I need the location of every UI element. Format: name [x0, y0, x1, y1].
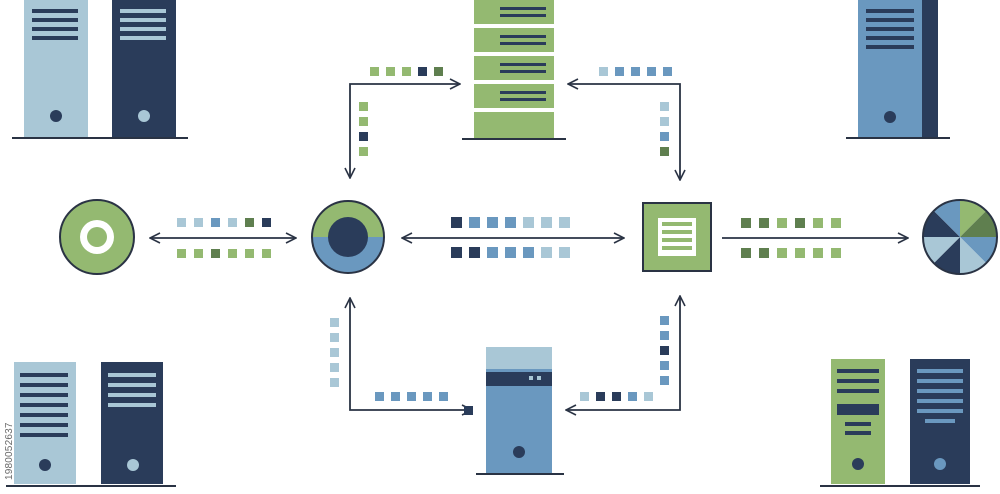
double-arrow-icon	[566, 296, 680, 410]
packets-top-right-horizontal	[599, 67, 672, 76]
server-tower-bottom	[476, 347, 564, 475]
packets-bottom-right-vertical	[660, 316, 669, 385]
double-arrow-icon	[350, 298, 472, 410]
double-arrow-icon	[568, 84, 680, 180]
packets-top-left-horizontal	[370, 67, 443, 76]
stock-id-text: 1980052637	[4, 422, 15, 480]
target-circle-icon	[59, 199, 135, 275]
packets-left-link	[177, 218, 271, 258]
server-pair-bottom-right	[820, 359, 980, 487]
double-arrow-icon	[350, 84, 460, 178]
server-pair-top-left	[12, 0, 188, 139]
packets-bottom-left-horizontal	[375, 392, 473, 415]
server-tower-top-right	[846, 0, 950, 139]
connectors	[150, 84, 908, 410]
server-rack-top	[462, 0, 566, 140]
packets-bottom-right-horizontal	[580, 392, 653, 401]
packets-right-link	[741, 218, 841, 258]
server-pair-bottom-left	[6, 362, 176, 487]
packets-top-left-vertical	[359, 102, 368, 156]
packets-bottom-left-vertical	[330, 318, 339, 387]
packets-top-right-vertical	[660, 102, 669, 156]
stock-id-watermark: 1980052637	[2, 262, 16, 482]
database-circle-icon	[311, 200, 385, 274]
document-box-icon	[642, 202, 712, 272]
packets-center-link	[451, 217, 570, 258]
pie-chart-icon	[922, 199, 998, 275]
